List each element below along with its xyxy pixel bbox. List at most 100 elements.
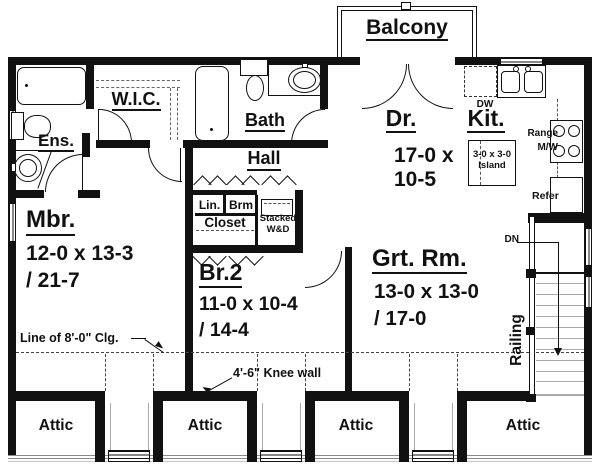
window-stair-right-lower bbox=[584, 276, 592, 308]
grt-dimension-1: 13-0 x 13-0 bbox=[374, 280, 479, 304]
stair-tread bbox=[536, 381, 584, 383]
ceiling-note: Line of 8'-0" Clg. bbox=[20, 331, 119, 346]
kitchen-sink-bowl-left bbox=[501, 71, 520, 93]
railing-post bbox=[526, 394, 536, 402]
range-burner bbox=[568, 145, 580, 157]
wall-ens-wic-divider bbox=[86, 63, 94, 109]
window-mbr-left bbox=[8, 203, 16, 242]
closet-divider-vertical bbox=[223, 195, 226, 215]
stair-tread bbox=[536, 327, 584, 329]
balcony-french-door-left-arc bbox=[362, 64, 407, 109]
stair-tread bbox=[536, 371, 584, 373]
ceiling-line-drop bbox=[153, 354, 154, 391]
attic-wall-e bbox=[399, 391, 409, 462]
attic-label-1: Attic bbox=[38, 416, 74, 434]
railing-label: Railing bbox=[508, 314, 526, 366]
wic-shelf-top bbox=[96, 80, 180, 88]
wic-shelf-right bbox=[170, 88, 178, 140]
stair-bottom-line bbox=[533, 394, 584, 396]
island-dimension-label: 3-0 x 3-0 bbox=[472, 149, 512, 161]
wall-closet-top bbox=[193, 190, 257, 195]
dormer-side-line bbox=[414, 403, 415, 450]
refrigerator-label: Refer bbox=[532, 189, 559, 202]
sink-bath-inner bbox=[293, 71, 316, 89]
attic-wall-a bbox=[95, 391, 105, 462]
wall-wic-bottom bbox=[96, 140, 150, 148]
br2-dimension-2: / 14-4 bbox=[199, 318, 249, 341]
kitchen-faucet bbox=[525, 66, 531, 72]
linen-closet-label: Lin. bbox=[198, 197, 221, 212]
dormer-side-line bbox=[300, 403, 301, 450]
wall-mbr-br2 bbox=[185, 140, 193, 398]
dn-arrowhead bbox=[554, 348, 562, 356]
stacked-wd-label-2: W&D bbox=[266, 224, 290, 236]
toilet-ens-tank bbox=[11, 112, 24, 140]
ens-door-arc bbox=[45, 154, 83, 192]
attic-label-2: Attic bbox=[187, 416, 223, 434]
sink-ens-inner bbox=[19, 159, 37, 177]
attic-wall-d bbox=[305, 391, 315, 462]
counter-edge-dashed bbox=[557, 99, 558, 121]
dormer-window-1 bbox=[108, 450, 150, 462]
wall-br2-grt bbox=[345, 247, 352, 398]
knee-wall-4 bbox=[457, 391, 533, 401]
wall-closet-bottom bbox=[185, 245, 303, 253]
ceiling-line-drop bbox=[305, 354, 306, 391]
stair-tread bbox=[536, 338, 584, 340]
knee-wall-note: 4'-6" Knee wall bbox=[233, 366, 322, 381]
wall-bath-dr-divider bbox=[320, 62, 328, 109]
mbr-door-leaf bbox=[180, 148, 182, 182]
wall-ens-bottom-a bbox=[8, 190, 44, 198]
kitchen-sink-bowl-right bbox=[524, 71, 543, 93]
balcony-wall-inner bbox=[341, 10, 473, 57]
room-label-bath: Bath bbox=[233, 108, 297, 135]
room-label-kit: Kit. bbox=[450, 104, 522, 136]
stair-railing bbox=[529, 217, 535, 402]
stair-tread bbox=[536, 316, 584, 318]
sink-ens-faucet bbox=[11, 163, 16, 172]
attic-wall-b bbox=[153, 391, 163, 462]
window-kitchen-sink bbox=[500, 57, 543, 65]
mbr-dimension-2: / 21-7 bbox=[26, 269, 80, 292]
attic-label-4: Attic bbox=[505, 416, 541, 434]
ceiling-note-leader bbox=[131, 338, 146, 340]
dormer-window-3 bbox=[412, 450, 454, 462]
bifold-chevron bbox=[278, 175, 297, 194]
wall-ens-stub bbox=[82, 133, 90, 157]
counter-edge-dashed bbox=[557, 162, 558, 178]
stair-tread bbox=[536, 360, 584, 362]
railing-post bbox=[526, 327, 535, 335]
balcony-french-door-right-arc bbox=[408, 64, 453, 109]
closet-rod-dashed bbox=[196, 230, 254, 231]
wic-door-arc bbox=[99, 109, 132, 143]
dormer-window-2 bbox=[260, 450, 302, 462]
dr-dimension-1: 17-0 x bbox=[394, 143, 454, 167]
wall-left bbox=[8, 57, 16, 462]
bathtub-ens bbox=[17, 67, 86, 105]
closet-divider-horizontal bbox=[195, 213, 255, 216]
ceiling-line-drop bbox=[257, 354, 258, 391]
wall-wd-closet-right bbox=[295, 190, 303, 253]
attic-wall-f bbox=[457, 391, 467, 462]
stair-landing-edge bbox=[536, 272, 584, 274]
mbr-dimension-1: 12-0 x 13-3 bbox=[26, 242, 134, 265]
wall-bath-bottom bbox=[193, 140, 328, 148]
room-label-balcony: Balcony bbox=[342, 15, 472, 43]
refrigerator bbox=[550, 177, 583, 213]
vanity-bath-edge bbox=[268, 63, 270, 96]
room-label-mbr: Mbr. bbox=[26, 206, 110, 238]
railing-post bbox=[526, 269, 536, 278]
ceiling-line-drop bbox=[105, 354, 106, 391]
range-label: Range bbox=[527, 127, 558, 139]
room-label-br2: Br.2 bbox=[199, 259, 277, 290]
bathtub-ens-drain bbox=[25, 84, 28, 87]
room-label-wic: W.I.C. bbox=[94, 87, 178, 114]
vanity-ens-counter bbox=[10, 150, 53, 152]
stacked-wd-label-1: Stacked bbox=[259, 213, 297, 225]
wall-ens-bottom-b bbox=[78, 190, 100, 198]
vanity-bath-counter bbox=[268, 95, 328, 97]
dn-line-vertical bbox=[558, 242, 560, 348]
dormer-side-line bbox=[262, 403, 263, 450]
ens-door-leaf bbox=[82, 154, 84, 192]
